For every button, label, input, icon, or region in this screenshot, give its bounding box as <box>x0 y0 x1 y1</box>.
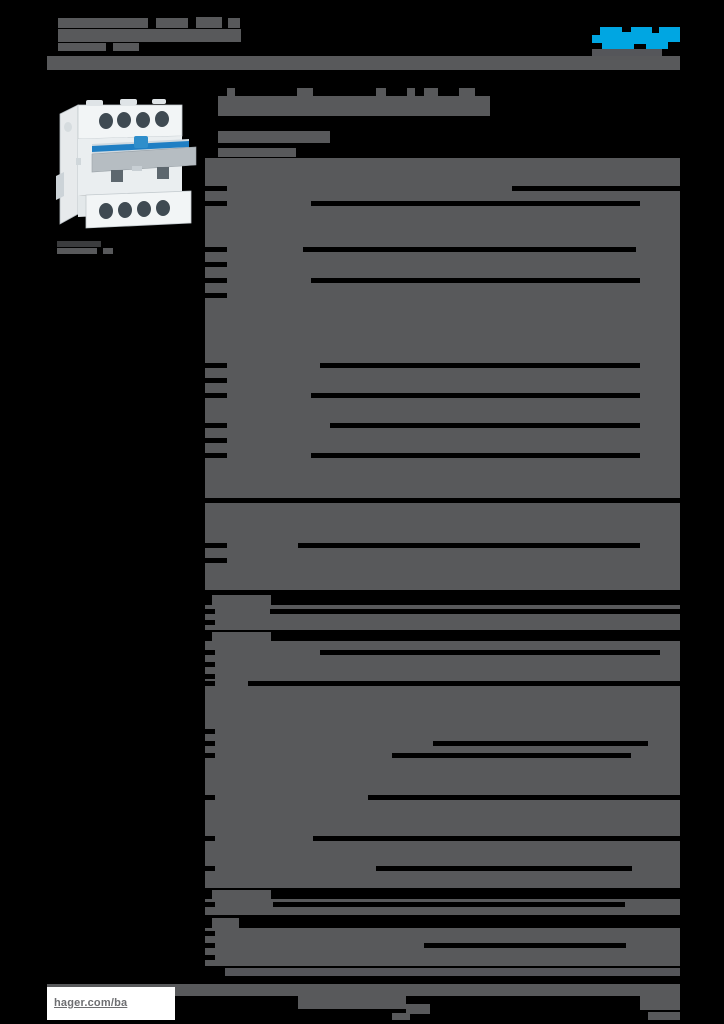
table-row-marker <box>205 423 227 428</box>
table-row-marker <box>205 498 227 503</box>
table-row <box>311 278 640 283</box>
page-header <box>0 0 724 78</box>
table-row-marker <box>205 558 227 563</box>
header-title-block-4 <box>228 18 240 28</box>
page-title-text <box>218 96 490 116</box>
page-title-ascender <box>376 88 386 96</box>
table-row-marker <box>205 363 227 368</box>
table-row-marker <box>205 293 227 298</box>
header-subtitle-block-2 <box>113 43 139 51</box>
logo-notch <box>592 43 602 49</box>
section-header-section-5 <box>212 918 239 928</box>
footer-center-block-3 <box>392 1013 410 1020</box>
table-row-marker <box>205 836 215 841</box>
table-row-marker <box>205 674 215 679</box>
table-row <box>303 247 636 252</box>
product-caption-block-2 <box>57 248 97 254</box>
footer-band <box>47 984 680 996</box>
table-row <box>512 186 680 191</box>
section-header-section-4 <box>212 890 271 900</box>
section-1-body <box>205 158 680 590</box>
section-header-section-3 <box>212 632 271 642</box>
table-row <box>222 498 680 503</box>
table-row-marker <box>205 620 215 625</box>
page-sub-subtitle-text <box>218 148 296 157</box>
page-title-ascender <box>459 88 475 96</box>
table-row-marker <box>205 609 215 614</box>
table-row <box>313 836 680 841</box>
table-row <box>270 609 680 614</box>
page-subtitle-text <box>218 131 330 143</box>
page-title-ascender <box>297 88 313 96</box>
page-title-ascender <box>424 88 438 96</box>
table-row-marker <box>205 741 215 746</box>
footer-url-plate <box>47 987 175 1020</box>
logo-notch <box>634 44 646 49</box>
table-row-marker <box>205 393 227 398</box>
header-subtitle-block-1 <box>58 43 106 51</box>
header-title-line-2 <box>58 29 241 42</box>
logo-notch <box>592 27 600 35</box>
page-title-ascender <box>407 88 415 96</box>
table-row <box>433 741 648 746</box>
table-row-marker <box>205 729 215 734</box>
footer-page-number-block <box>640 996 680 1010</box>
page-title-ascender <box>227 88 235 96</box>
header-title-block-2 <box>156 18 188 28</box>
table-row-marker <box>205 650 215 655</box>
table-row <box>248 681 680 686</box>
footer-center-block-2 <box>406 1004 430 1014</box>
table-row-marker <box>205 262 227 267</box>
logo-notch <box>668 42 680 49</box>
table-row-marker <box>205 453 227 458</box>
footer-right-block <box>648 1012 680 1020</box>
table-row-marker <box>205 753 215 758</box>
header-divider <box>47 56 680 70</box>
table-row <box>311 201 640 206</box>
table-row <box>320 363 640 368</box>
table-row-marker <box>205 662 215 667</box>
table-row-marker <box>205 902 215 907</box>
footer-divider <box>225 968 680 976</box>
table-row-marker <box>205 943 215 948</box>
footer-center-block-1 <box>298 996 406 1009</box>
table-row-marker <box>205 955 215 960</box>
table-row <box>376 866 632 871</box>
table-row-marker <box>205 795 215 800</box>
table-row-marker <box>205 681 215 686</box>
table-row-marker <box>205 186 227 191</box>
footer-url-link[interactable]: hager.com/ba <box>54 997 128 1009</box>
table-row-marker <box>205 247 227 252</box>
logo-notch <box>652 27 659 33</box>
table-row <box>298 543 640 548</box>
table-row <box>273 902 625 907</box>
product-caption-block-1 <box>57 241 101 247</box>
logo-baseline-block <box>592 49 662 56</box>
table-row-marker <box>205 378 227 383</box>
table-row-marker <box>205 543 227 548</box>
table-row <box>330 423 640 428</box>
header-title-block-1 <box>58 18 148 28</box>
product-image <box>56 92 206 234</box>
table-row <box>311 453 640 458</box>
table-row-marker <box>205 201 227 206</box>
table-row-marker <box>205 866 215 871</box>
section-header-section-2 <box>212 595 271 605</box>
product-caption-block-3 <box>103 248 113 254</box>
section-3-body <box>205 641 680 888</box>
table-row <box>392 753 631 758</box>
table-row-marker <box>205 931 215 936</box>
logo-notch <box>622 27 631 32</box>
table-row-marker <box>205 438 227 443</box>
table-row <box>311 393 640 398</box>
table-row <box>320 650 660 655</box>
table-row-marker <box>205 278 227 283</box>
table-row <box>424 943 626 948</box>
header-title-block-3 <box>196 17 222 28</box>
table-row <box>368 795 680 800</box>
hager-logo <box>592 27 680 49</box>
